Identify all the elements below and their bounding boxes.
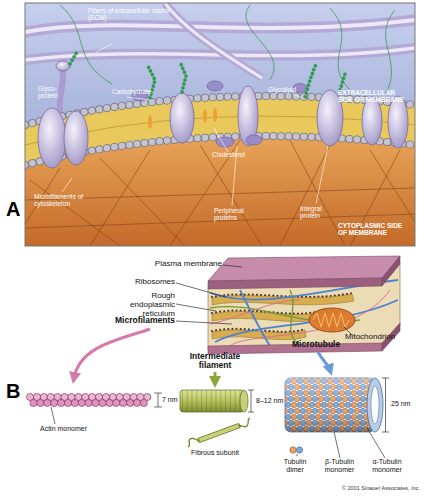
dimension-bracket	[297, 378, 389, 458]
part-label: Microfilaments	[90, 316, 175, 325]
dimension-bracket	[248, 390, 254, 412]
ecm-fiber	[25, 20, 415, 32]
microtubule	[285, 378, 389, 458]
fibrous-subunit-rod	[200, 426, 238, 440]
glycoprotein-stalk	[60, 68, 63, 112]
actin-filament	[30, 393, 162, 424]
fibrous-subunit-coil	[188, 418, 250, 447]
actin-strand	[33, 400, 150, 406]
cholesterol-molecule	[203, 109, 207, 123]
part-label: Mitochondrion	[345, 333, 417, 342]
integral-protein	[362, 97, 382, 145]
plasma-membrane-side	[382, 256, 400, 286]
part-label: Glycolipid	[268, 86, 318, 93]
glycoprotein-head	[56, 61, 70, 71]
part-label: Fibrous subunit	[190, 449, 240, 457]
plasma-membrane-top	[208, 256, 400, 281]
ecm-fiber-highlight	[165, 3, 262, 78]
copyright-note: © 2001 Sinauer Associates, Inc.	[295, 485, 420, 491]
dimension-label: 7 nm	[162, 396, 192, 404]
part-label: Ribosomes	[110, 278, 175, 287]
tubulin-dimer-icon	[290, 447, 296, 453]
microtubule-end	[367, 378, 383, 432]
plasma-membrane-front	[208, 278, 382, 289]
ecm-fibers	[25, 3, 415, 95]
ecm-fiber	[165, 3, 262, 78]
part-label: Peripheral proteins	[214, 207, 259, 221]
intermediate-filament-end	[240, 390, 248, 412]
part-label: Tubulin dimer	[274, 458, 316, 473]
peripheral-protein	[207, 81, 223, 91]
part-label: Plasma membrane	[146, 260, 222, 269]
ecm-thin-fiber	[60, 5, 395, 95]
part-label: Cholesterol	[212, 151, 262, 158]
part-label: Microfilaments of cytoskeleton	[34, 193, 96, 207]
intermediate-filament-stripes	[182, 390, 242, 412]
membrane-panel	[25, 3, 415, 246]
integral-protein	[170, 93, 194, 143]
microtubule-arrow	[318, 352, 330, 370]
cholesterol-molecule	[148, 115, 152, 129]
membrane-proteins	[38, 61, 408, 168]
cholesterol-molecule	[213, 108, 217, 122]
microtubule-wall	[285, 378, 375, 432]
leader-line	[176, 265, 352, 335]
side-label: EXTRACELLULAR SIDE OF MEMBRANE	[338, 89, 406, 103]
fibrous-subunit-highlight	[200, 426, 238, 440]
actin-strand	[30, 394, 150, 400]
lipid-tails	[25, 96, 415, 165]
panel-border	[25, 3, 415, 246]
peripheral-protein	[246, 135, 262, 145]
part-label: Actin monomer	[40, 425, 100, 433]
actin-strand-outline	[33, 399, 150, 407]
integral-protein	[64, 111, 88, 165]
panel-letter: A	[6, 198, 26, 220]
part-label: Rough endoplasmic reticulum	[108, 292, 175, 318]
panel-letter: B	[6, 380, 26, 402]
microfilament-arrow	[74, 329, 150, 378]
part-label: α-Tubulin monomer	[362, 458, 412, 473]
integral-protein	[388, 96, 408, 148]
lipid-bilayer	[25, 96, 415, 165]
intermediate-filament	[180, 390, 254, 447]
leader-line	[62, 44, 328, 206]
dimension-bracket	[51, 393, 162, 424]
dimension-label: 25 nm	[391, 400, 421, 408]
part-label: Glyco- protein	[38, 85, 70, 99]
mitochondrion	[309, 308, 355, 332]
side-label: CYTOPLASMIC SIDE OF MEMBRANE	[338, 222, 406, 236]
extracellular-background	[25, 3, 415, 246]
ecm-fiber-highlight	[25, 20, 415, 32]
part-label: β-Tubulin monomer	[317, 458, 362, 473]
mitochondrion-cristae	[313, 313, 349, 327]
tubulin-dimer-icon	[296, 447, 302, 453]
dimension-label: 8–12 nm	[256, 397, 288, 405]
part-label: Carbohydrate	[112, 88, 172, 95]
part-label: Intermediate filament	[180, 352, 250, 371]
intermediate-filament-rod	[180, 390, 244, 412]
integral-protein	[38, 108, 66, 168]
carbohydrate-chain	[70, 50, 345, 98]
part-label: Microtubule	[292, 340, 357, 349]
part-label: Fibers of extracellular matrix (ECM)	[88, 7, 183, 21]
microtubule-lumen	[371, 386, 379, 424]
intermediate-filament-arrow	[214, 372, 217, 382]
microtubule-shading	[285, 378, 375, 432]
peripheral-protein	[216, 137, 234, 147]
part-label: Integral protein	[300, 205, 340, 219]
rough-er-sheet	[212, 294, 354, 305]
